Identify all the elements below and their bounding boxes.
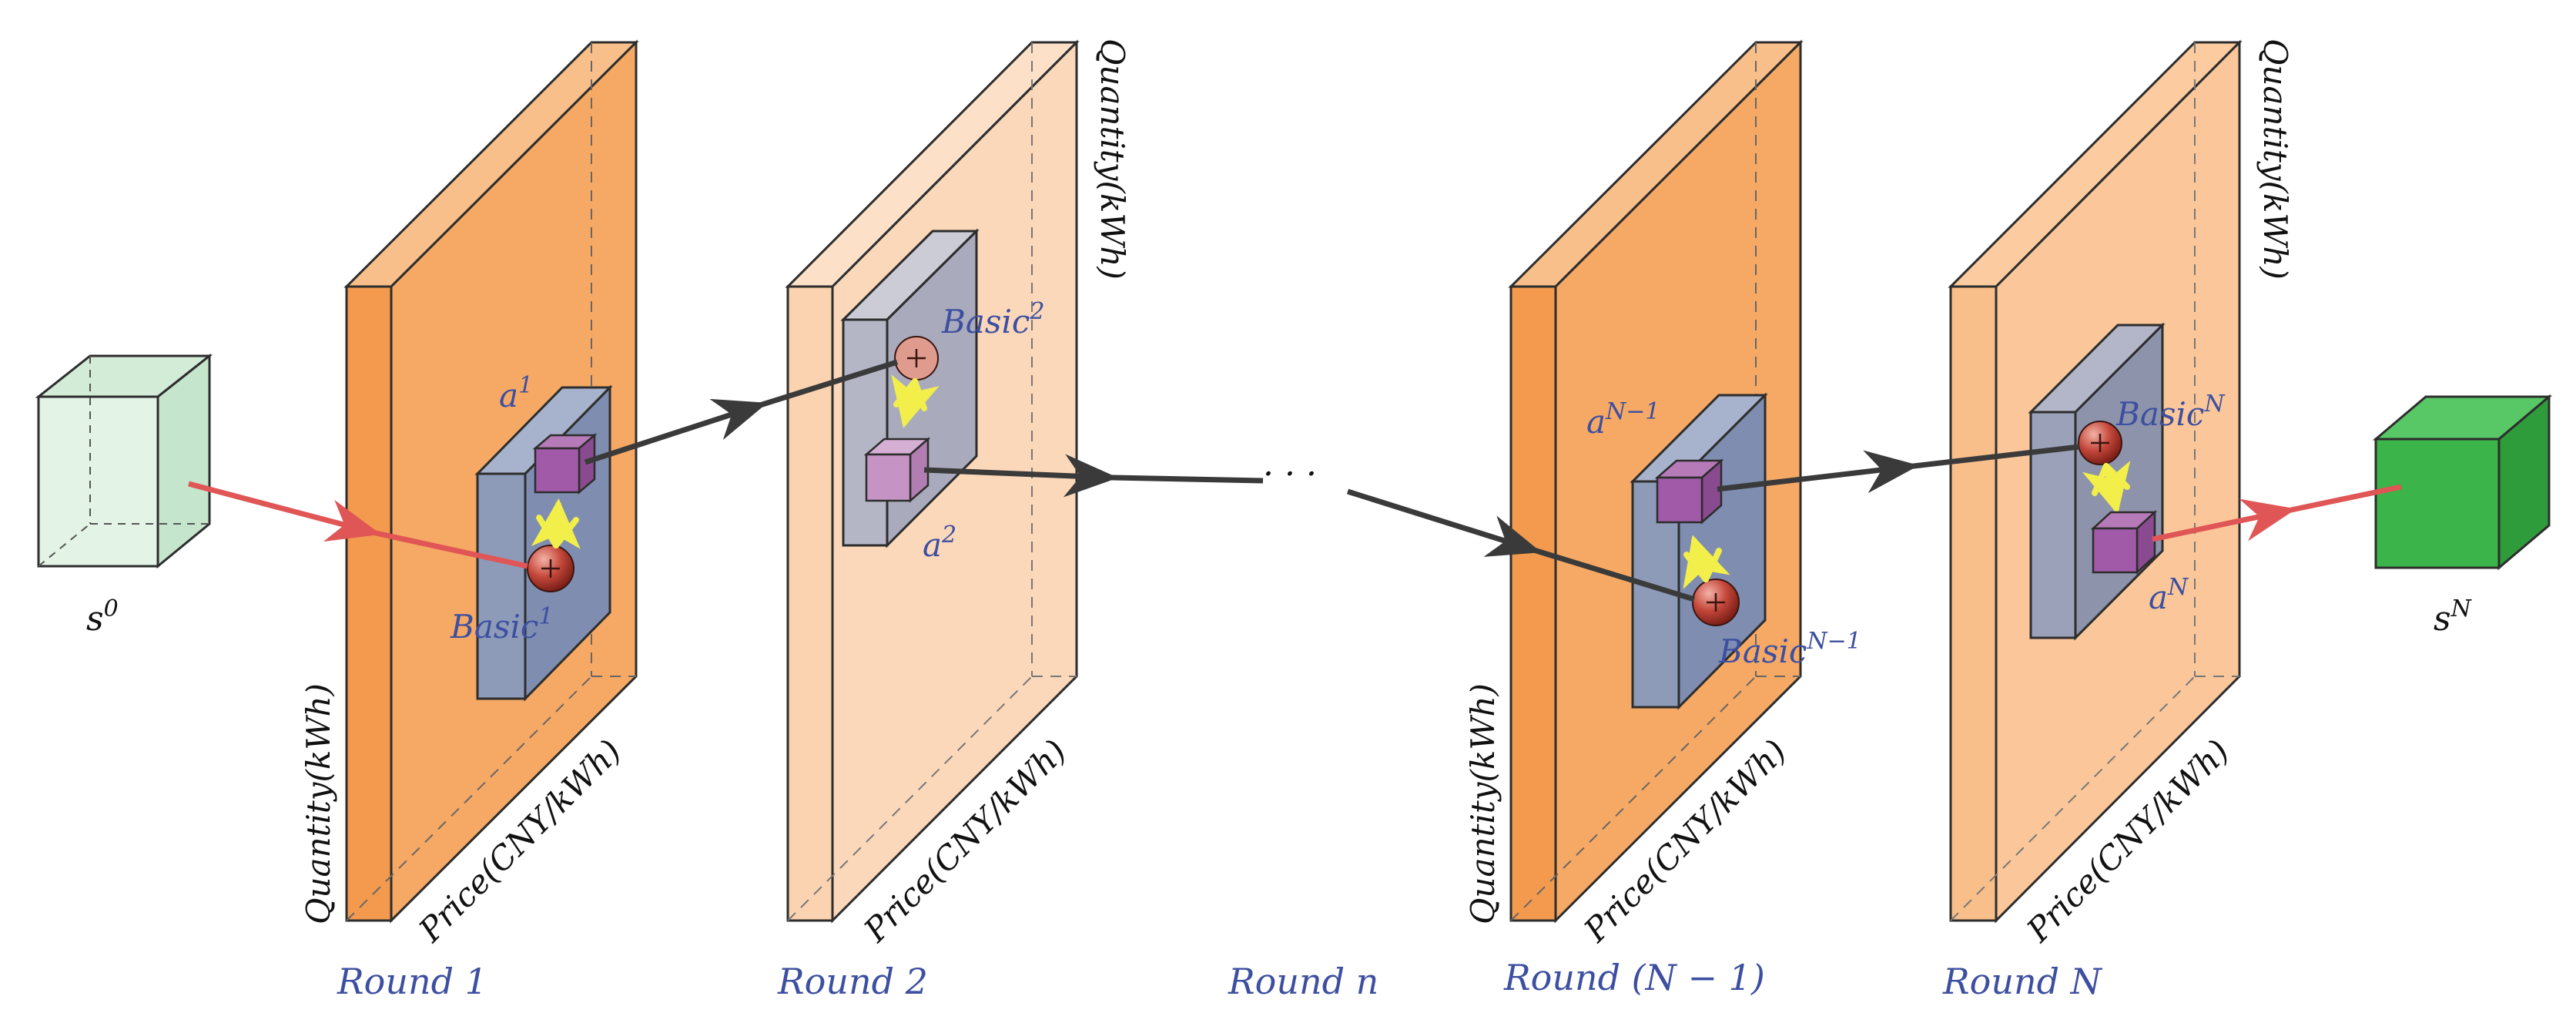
panel-2-basic-label: Basic2	[941, 298, 1045, 340]
panel-n-quantity-axis: Quantity(kWh)	[2256, 39, 2294, 280]
yellow-arrow	[531, 498, 581, 549]
arrow-dark-4	[1717, 450, 1919, 494]
panel-n-minus-1-round-label: Round (N − 1)	[1503, 957, 1765, 998]
arrow-dark-2-tail	[1112, 475, 1264, 484]
end-state-cube	[2372, 394, 2553, 571]
panel-round-n	[1948, 39, 2243, 924]
arrow-dark-1-tail	[761, 359, 899, 408]
arrow-red-end	[2152, 498, 2296, 542]
action-cube	[2090, 510, 2158, 575]
action-cube	[1654, 458, 1724, 525]
panel-1-quantity-axis: Quantity(kWh)	[300, 683, 337, 924]
start-state-label: s0	[86, 595, 119, 639]
arrow-dark-3-tail	[1535, 548, 1696, 602]
action-cube	[532, 433, 598, 495]
transition-arrows	[188, 359, 2402, 602]
panel-n-minus-1-action-label: aN−1	[1586, 398, 1660, 441]
panel-round-1	[343, 39, 639, 924]
panel-1-round-label: Round 1	[337, 961, 487, 1002]
end-state-label: sN	[2434, 595, 2473, 639]
panel-round-2	[785, 39, 1080, 924]
panel-2-quantity-axis: Quantity(kWh)	[1094, 39, 1131, 280]
yellow-arrow	[1683, 535, 1730, 589]
ellipsis: · · ·	[1263, 454, 1317, 494]
panel-2-action-label: a2	[923, 522, 956, 564]
yellow-arrow	[2082, 461, 2131, 515]
panel-2-round-label: Round 2	[777, 961, 928, 1002]
arrow-dark-3	[1346, 488, 1542, 557]
arrow-red-start-tail	[375, 530, 528, 569]
panel-n-minus-1-quantity-axis: Quantity(kWh)	[1464, 683, 1502, 924]
panel-1-basic-label: Basic1	[450, 603, 554, 646]
panel-n-minus-1-basic-label: BasicN−1	[1718, 628, 1861, 670]
panel-n-action-label: aN	[2149, 574, 2189, 616]
arrow-red-end-tail	[2290, 484, 2402, 513]
arrow-dark-2	[923, 454, 1118, 498]
arrow-dark-1	[584, 398, 768, 465]
plus-icon	[1707, 593, 1725, 612]
start-state-cube	[35, 353, 213, 569]
arrow-red-start	[188, 481, 381, 542]
yellow-arrow	[891, 374, 940, 428]
panel-n-basic-label: BasicN	[2115, 391, 2226, 433]
action-cube	[863, 437, 931, 503]
panel-n-round-label: Round N	[1942, 961, 2103, 1002]
panel-round-n-minus-1	[1508, 39, 1804, 924]
arrow-dark-4-tail	[1913, 444, 2080, 469]
panel-1-action-label: a1	[499, 372, 533, 414]
plus-icon	[907, 349, 926, 367]
middle-round-label: Round n	[1228, 961, 1378, 1002]
plus-icon	[2091, 434, 2109, 452]
plus-icon	[541, 559, 560, 578]
